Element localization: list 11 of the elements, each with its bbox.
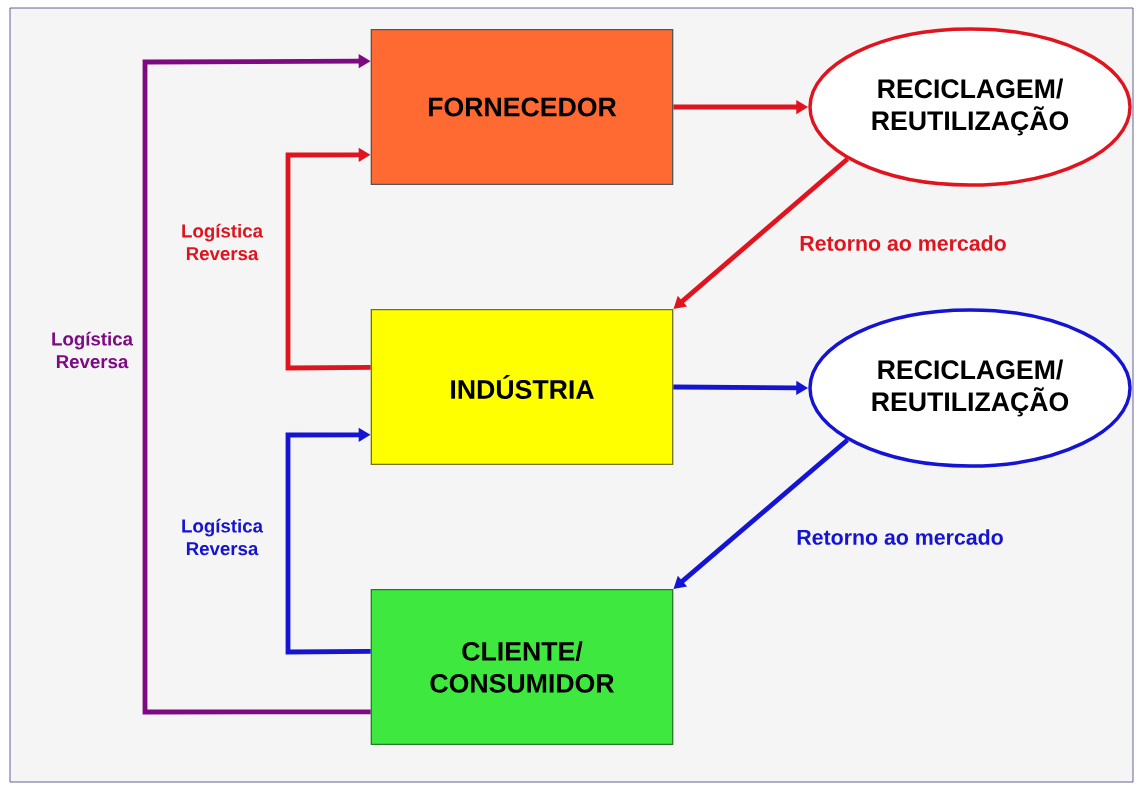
process-box: FORNECEDOR: [370, 29, 674, 185]
arrow: [285, 427, 371, 655]
arrow: [142, 54, 371, 715]
edge-label: Retorno ao mercado: [797, 529, 1003, 545]
edge-label: Logística Reversa: [182, 518, 264, 556]
process-box: INDÚSTRIA: [370, 309, 674, 465]
edge-label: Logística Reversa: [182, 223, 264, 261]
edge-label: Retorno ao mercado: [800, 235, 1006, 251]
arrow: [285, 147, 371, 371]
edge-label: Logística Reversa: [52, 331, 134, 369]
process-box: CLIENTE/ CONSUMIDOR: [370, 589, 674, 745]
